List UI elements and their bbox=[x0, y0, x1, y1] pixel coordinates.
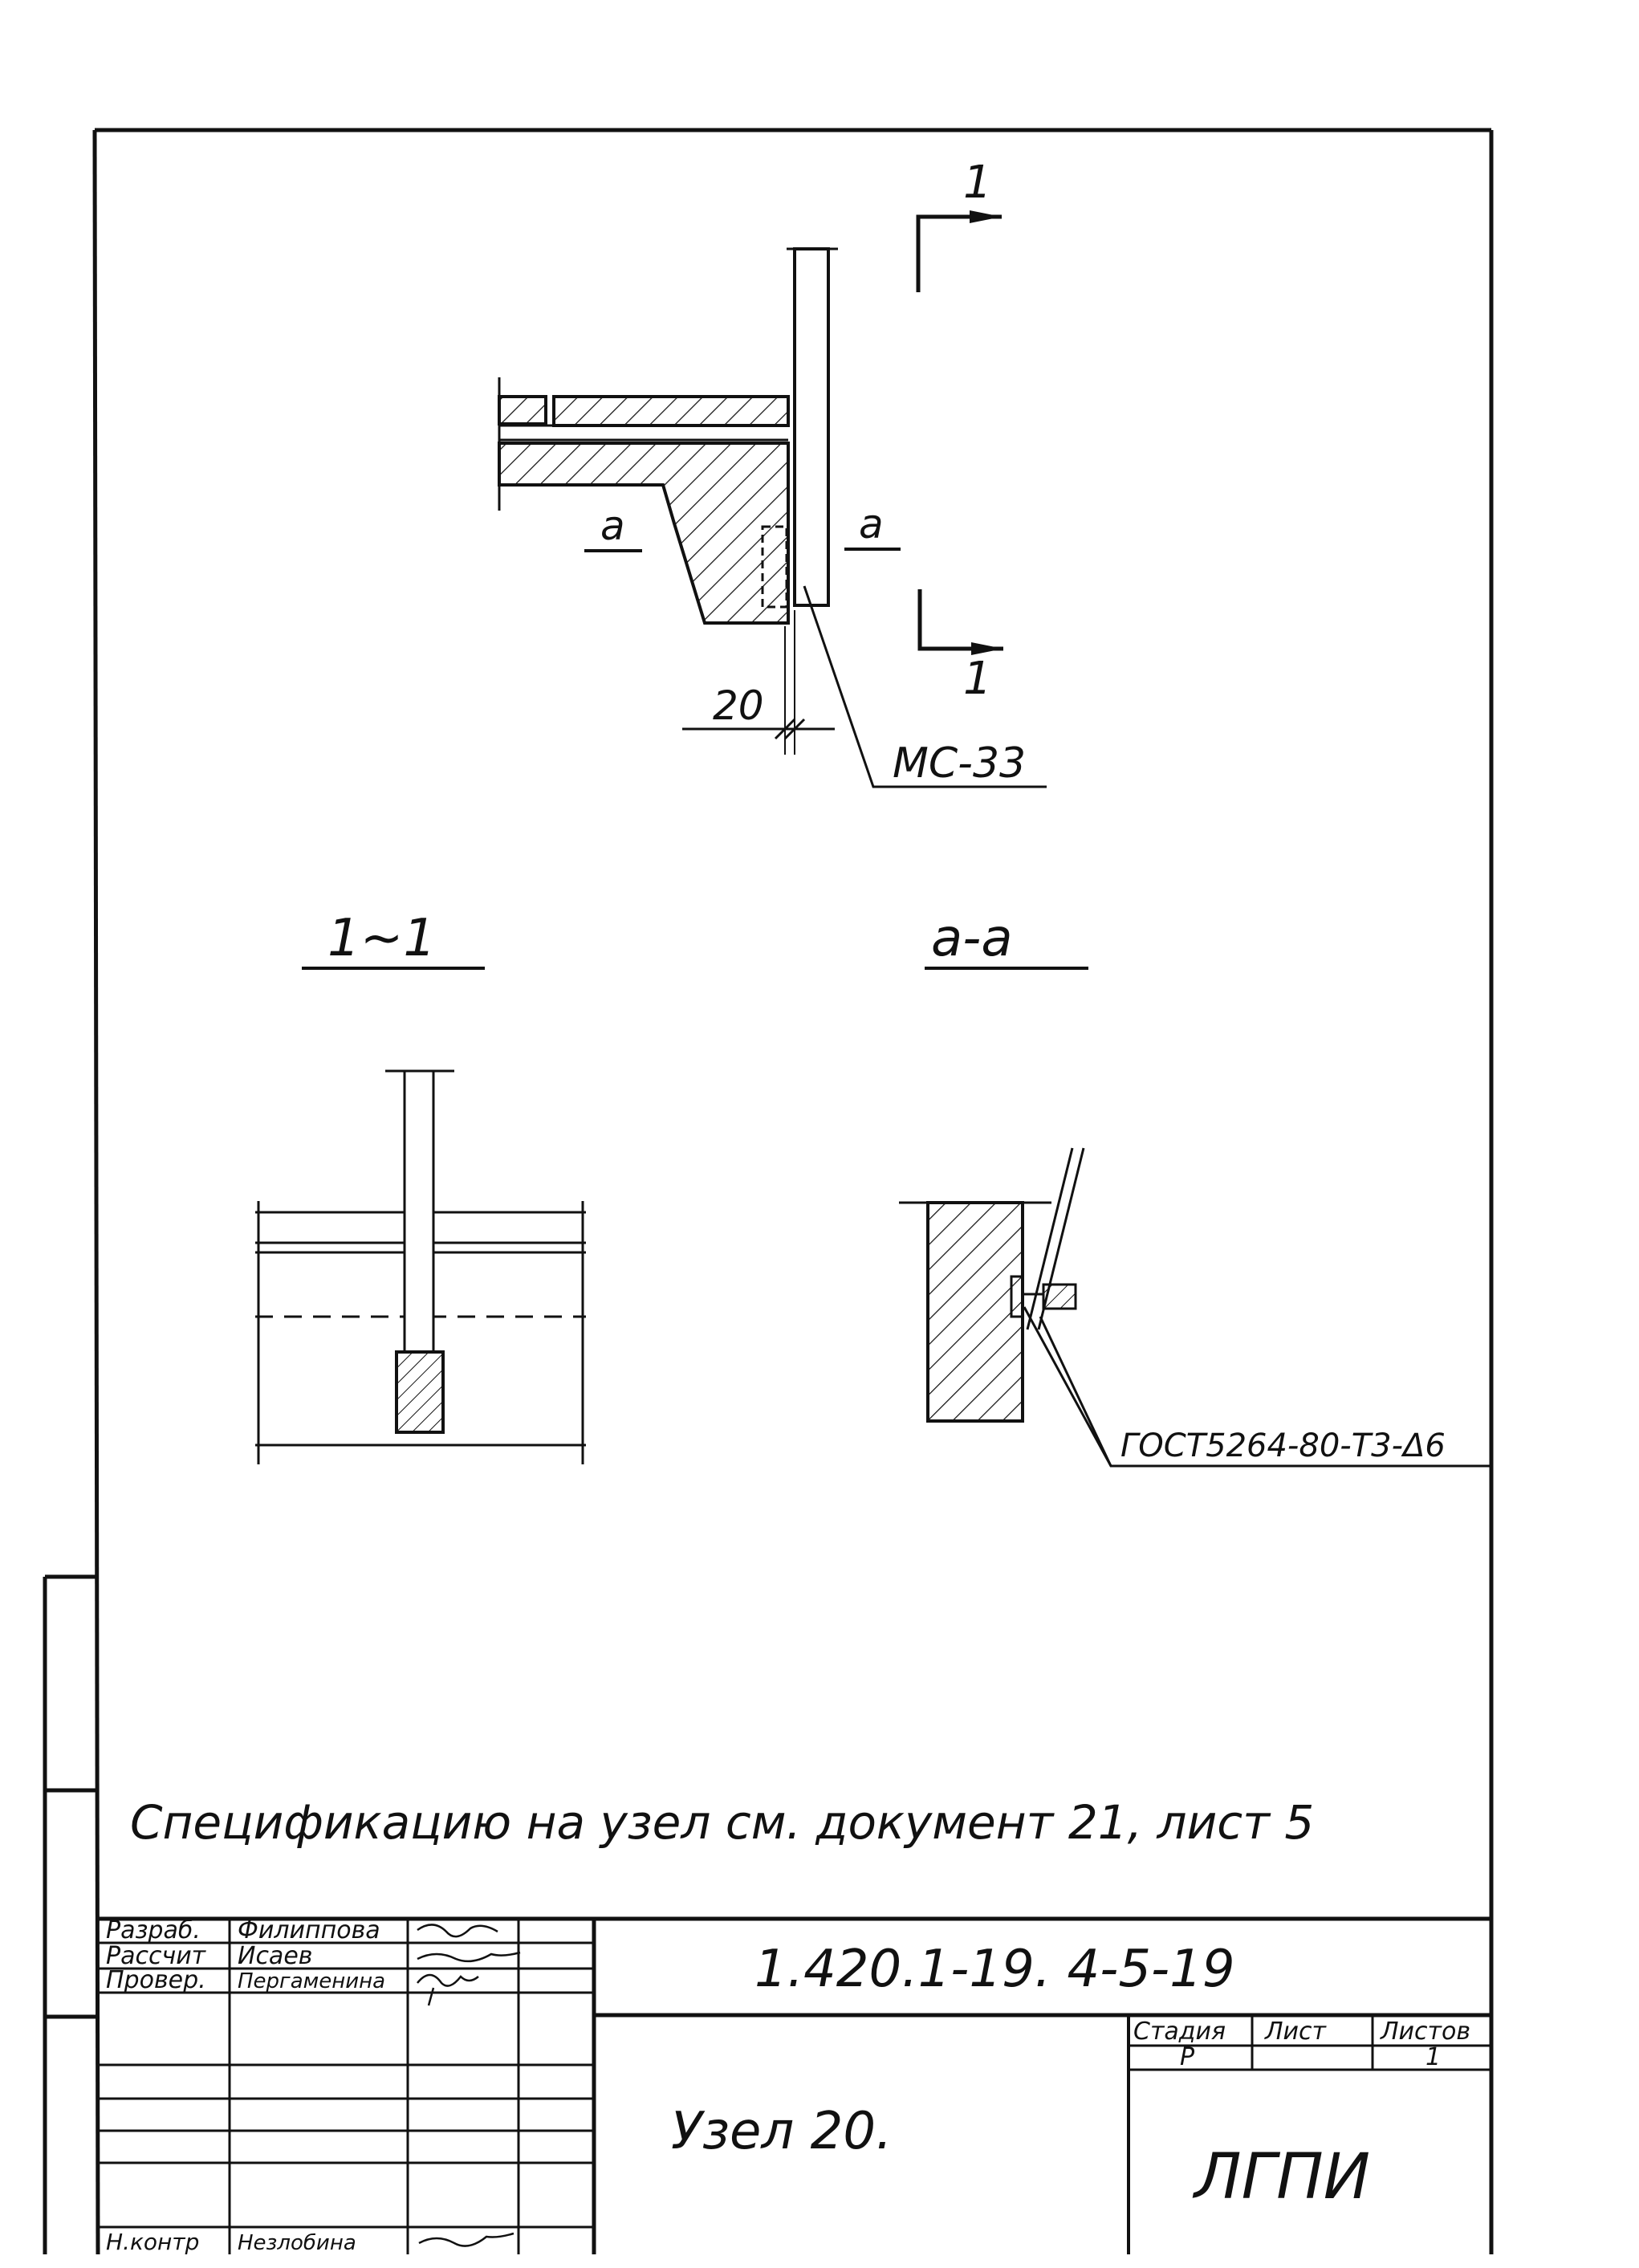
role-developer: Разраб. bbox=[106, 1916, 201, 1944]
rod-cut bbox=[1042, 1283, 1077, 1310]
role-checked: Провер. bbox=[106, 1966, 206, 1994]
stage-value: Р bbox=[1180, 2043, 1195, 2071]
section-a-a: a-a ГОСТ5264-80-Т3-Δ6 bbox=[899, 909, 1493, 1468]
specification-note: Спецификацию на узел см. документ 21, ли… bbox=[130, 1795, 1314, 1850]
section-1-1-title: 1~1 bbox=[327, 909, 436, 968]
top-view-node: 20 МС-33 a a 1 1 bbox=[498, 157, 1047, 788]
beam-section bbox=[498, 442, 790, 625]
name-checked: Пергаменина bbox=[238, 1969, 385, 1993]
slab-top-left bbox=[498, 395, 547, 426]
slab-top bbox=[552, 395, 790, 427]
signatures bbox=[417, 1924, 521, 2247]
sheet-frame bbox=[43, 128, 1494, 2255]
beam-cut bbox=[926, 1201, 1024, 1423]
role-norm-control: Н.контр bbox=[106, 2229, 199, 2255]
callout-mc33: МС-33 bbox=[893, 739, 1026, 788]
title-block bbox=[98, 1916, 1491, 2254]
section-a-a-title: a-a bbox=[931, 909, 1013, 968]
post-elevation bbox=[403, 1069, 435, 1354]
embedded-plate bbox=[761, 525, 788, 609]
section-1-1: 1~1 bbox=[255, 909, 586, 1464]
name-developer: Филиппова bbox=[238, 1916, 380, 1944]
stage-header: Стадия bbox=[1133, 2018, 1226, 2046]
weld-callout: ГОСТ5264-80-Т3-Δ6 bbox=[1120, 1427, 1446, 1464]
plate-elevation bbox=[395, 1350, 445, 1434]
name-calculated: Исаев bbox=[238, 1942, 312, 1970]
dimension-20: 20 bbox=[713, 682, 764, 729]
document-code: 1.420.1-19. 4-5-19 bbox=[754, 1940, 1235, 1999]
role-calculated: Рассчит bbox=[106, 1942, 207, 1970]
sheets-value: 1 bbox=[1425, 2043, 1441, 2071]
cut-label-left: a bbox=[600, 503, 625, 549]
vertical-post bbox=[793, 247, 830, 607]
sheet-header: Лист bbox=[1264, 2018, 1328, 2046]
cut-label-right: a bbox=[859, 501, 884, 548]
section-mark-bottom: 1 bbox=[963, 653, 992, 705]
sheets-header: Листов bbox=[1380, 2018, 1470, 2046]
section-mark-top: 1 bbox=[963, 157, 992, 209]
plate-cut bbox=[1010, 1275, 1024, 1318]
drawing-title: Узел 20. bbox=[671, 2102, 892, 2161]
name-norm-control: Незлобина bbox=[238, 2231, 356, 2255]
organization: ЛГПИ bbox=[1192, 2141, 1370, 2213]
